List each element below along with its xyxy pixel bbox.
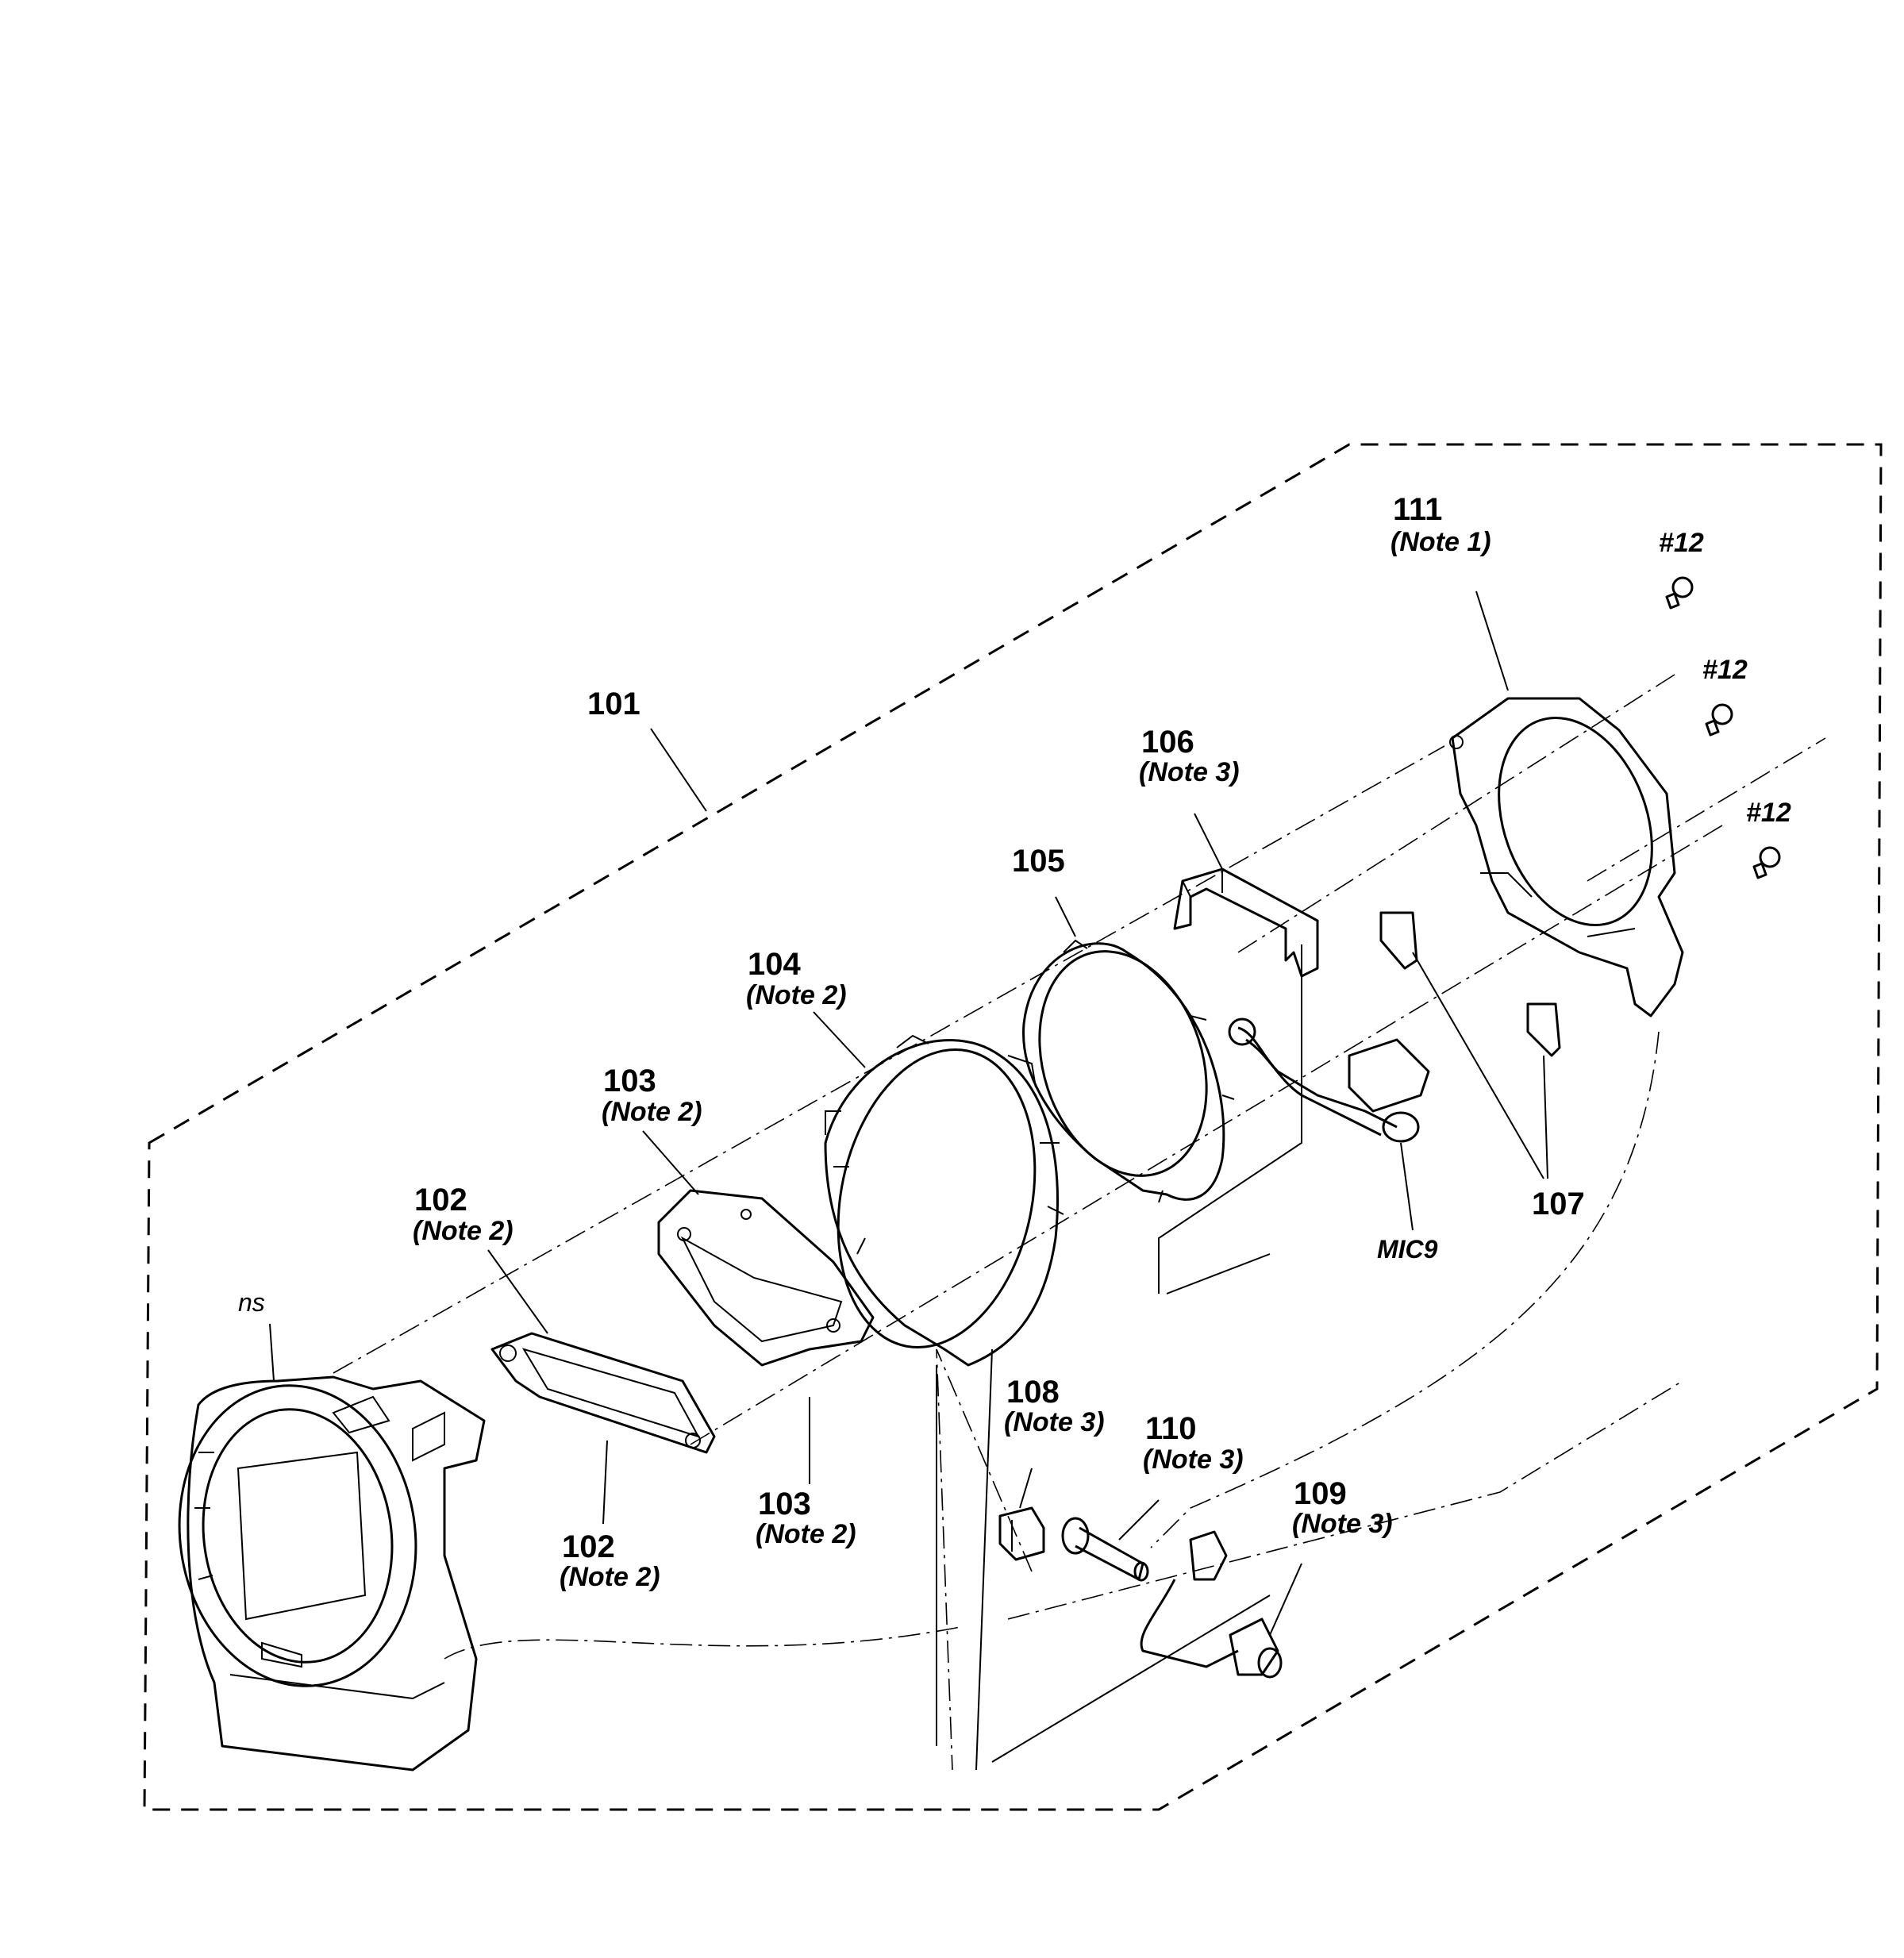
screw-12-bottom [1752, 846, 1781, 879]
callout-108: 108 (Note 3) [1004, 1375, 1105, 1437]
screw-12-top [1665, 576, 1694, 610]
part-106-bracket [1173, 867, 1319, 978]
callout-109: 109 (Note 3) [1292, 1476, 1393, 1539]
svg-text:108: 108 [1006, 1375, 1060, 1410]
callout-102-lower: 102 (Note 2) [560, 1529, 660, 1592]
svg-text:106: 106 [1141, 725, 1194, 760]
svg-text:MIC9: MIC9 [1377, 1235, 1438, 1264]
svg-text:(Note 3): (Note 3) [1143, 1444, 1244, 1475]
callout-mic9: MIC9 [1377, 1235, 1438, 1264]
svg-text:(Note 2): (Note 2) [746, 980, 847, 1010]
part-111-rear-plate [1449, 697, 1684, 1017]
svg-text:#12: #12 [1746, 798, 1791, 828]
svg-text:#12: #12 [1659, 528, 1704, 558]
callout-111: 111 (Note 1) [1390, 492, 1491, 557]
mic9-flex-cable [1228, 1017, 1430, 1143]
svg-text:(Note 3): (Note 3) [1004, 1407, 1105, 1437]
callout-103-lower: 103 (Note 2) [756, 1487, 856, 1549]
svg-text:(Note 2): (Note 2) [602, 1097, 702, 1127]
svg-text:104: 104 [748, 947, 801, 982]
part-105-ring [1022, 939, 1235, 1203]
callout-101: 101 [587, 687, 640, 721]
callout-screw-12-top: #12 [1659, 528, 1704, 558]
svg-text:(Note 3): (Note 3) [1139, 757, 1240, 787]
svg-text:102: 102 [414, 1183, 467, 1217]
svg-text:(Note 2): (Note 2) [756, 1519, 856, 1549]
part-110-shaft [1061, 1517, 1149, 1582]
callout-102-upper: 102 (Note 2) [413, 1183, 514, 1246]
assembly-101-boundary [143, 443, 1883, 1811]
callout-ns: ns [238, 1288, 265, 1317]
part-108-connector [998, 1506, 1045, 1561]
part-103-plate [657, 1189, 875, 1367]
part-109-sensor [1140, 1530, 1283, 1679]
part-107-pads [1379, 911, 1561, 1057]
svg-text:111: 111 [1393, 492, 1442, 527]
svg-text:(Note 3): (Note 3) [1292, 1509, 1393, 1539]
svg-text:103: 103 [603, 1064, 656, 1098]
screw-12-middle [1705, 703, 1733, 737]
svg-text:#12: #12 [1702, 655, 1748, 685]
svg-text:(Note 1): (Note 1) [1390, 527, 1491, 557]
svg-text:(Note 2): (Note 2) [413, 1216, 514, 1246]
assembly-axis-lines [333, 674, 1826, 1771]
svg-text:ns: ns [238, 1288, 265, 1317]
callout-screw-12-middle: #12 [1702, 655, 1748, 685]
part-104-ring-frame [824, 1034, 1064, 1367]
screw-12-set [1665, 576, 1781, 879]
part-102-plate [490, 1332, 716, 1454]
svg-text:102: 102 [562, 1529, 615, 1564]
svg-text:103: 103 [758, 1487, 811, 1521]
callout-screw-12-bottom: #12 [1746, 798, 1791, 828]
callout-110: 110 (Note 3) [1143, 1411, 1244, 1475]
svg-text:(Note 2): (Note 2) [560, 1562, 660, 1592]
callout-106: 106 (Note 3) [1139, 725, 1240, 787]
svg-text:110: 110 [1145, 1411, 1197, 1446]
ns-front-housing [178, 1375, 486, 1771]
callout-103-upper: 103 (Note 2) [602, 1064, 702, 1127]
svg-text:109: 109 [1294, 1476, 1347, 1511]
callout-107: 107 [1532, 1187, 1585, 1221]
svg-text:105: 105 [1012, 844, 1065, 879]
svg-text:107: 107 [1532, 1187, 1585, 1221]
leader-lines [269, 590, 1548, 1636]
callout-104: 104 (Note 2) [746, 947, 847, 1010]
callout-105: 105 [1012, 844, 1065, 879]
svg-text:101: 101 [587, 687, 640, 721]
